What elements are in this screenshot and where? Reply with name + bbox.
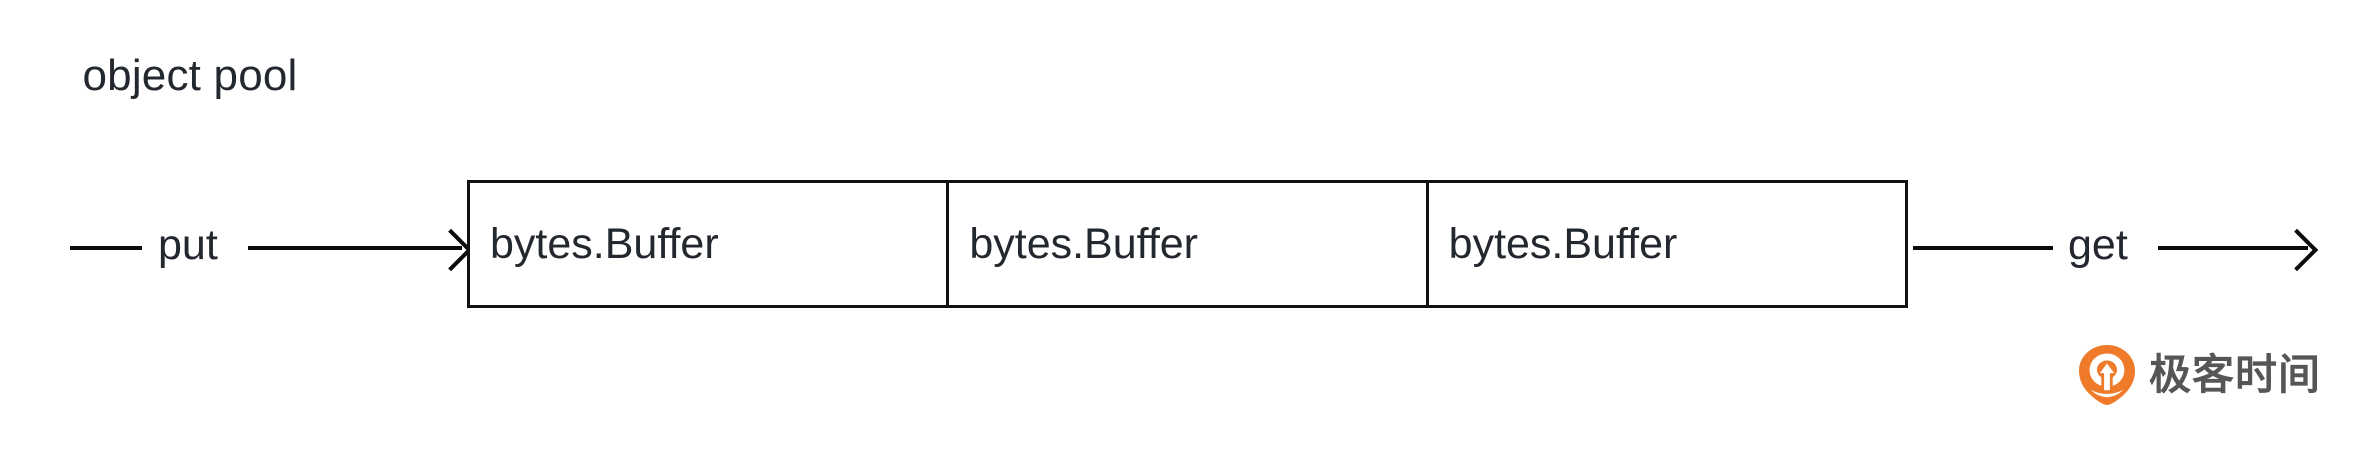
pool-cell: bytes.Buffer (470, 183, 950, 305)
put-stub-line (70, 246, 142, 250)
watermark-text: 极客时间 (2149, 351, 2322, 398)
pool-cell: bytes.Buffer (949, 183, 1429, 305)
put-arrow-line (248, 246, 462, 250)
get-arrow-line (2158, 246, 2308, 250)
pool-cell-label: bytes.Buffer (490, 219, 719, 268)
object-pool-box: bytes.Buffer bytes.Buffer bytes.Buffer (467, 180, 1908, 308)
get-arrow-head-icon (2275, 228, 2319, 272)
watermark: 极客时间 (2077, 344, 2321, 406)
put-arrow-head-icon (429, 228, 473, 272)
get-label: get (2068, 221, 2128, 269)
pool-cell-label: bytes.Buffer (969, 219, 1198, 268)
pool-cell-label: bytes.Buffer (1448, 219, 1678, 268)
pool-cell: bytes.Buffer (1429, 183, 1905, 305)
diagram-title: object pool (0, 54, 2366, 98)
diagram-title-text: object pool (82, 51, 298, 100)
geektime-logo-icon (2077, 344, 2137, 406)
get-stub-line (1913, 246, 2053, 250)
put-label: put (158, 221, 218, 269)
